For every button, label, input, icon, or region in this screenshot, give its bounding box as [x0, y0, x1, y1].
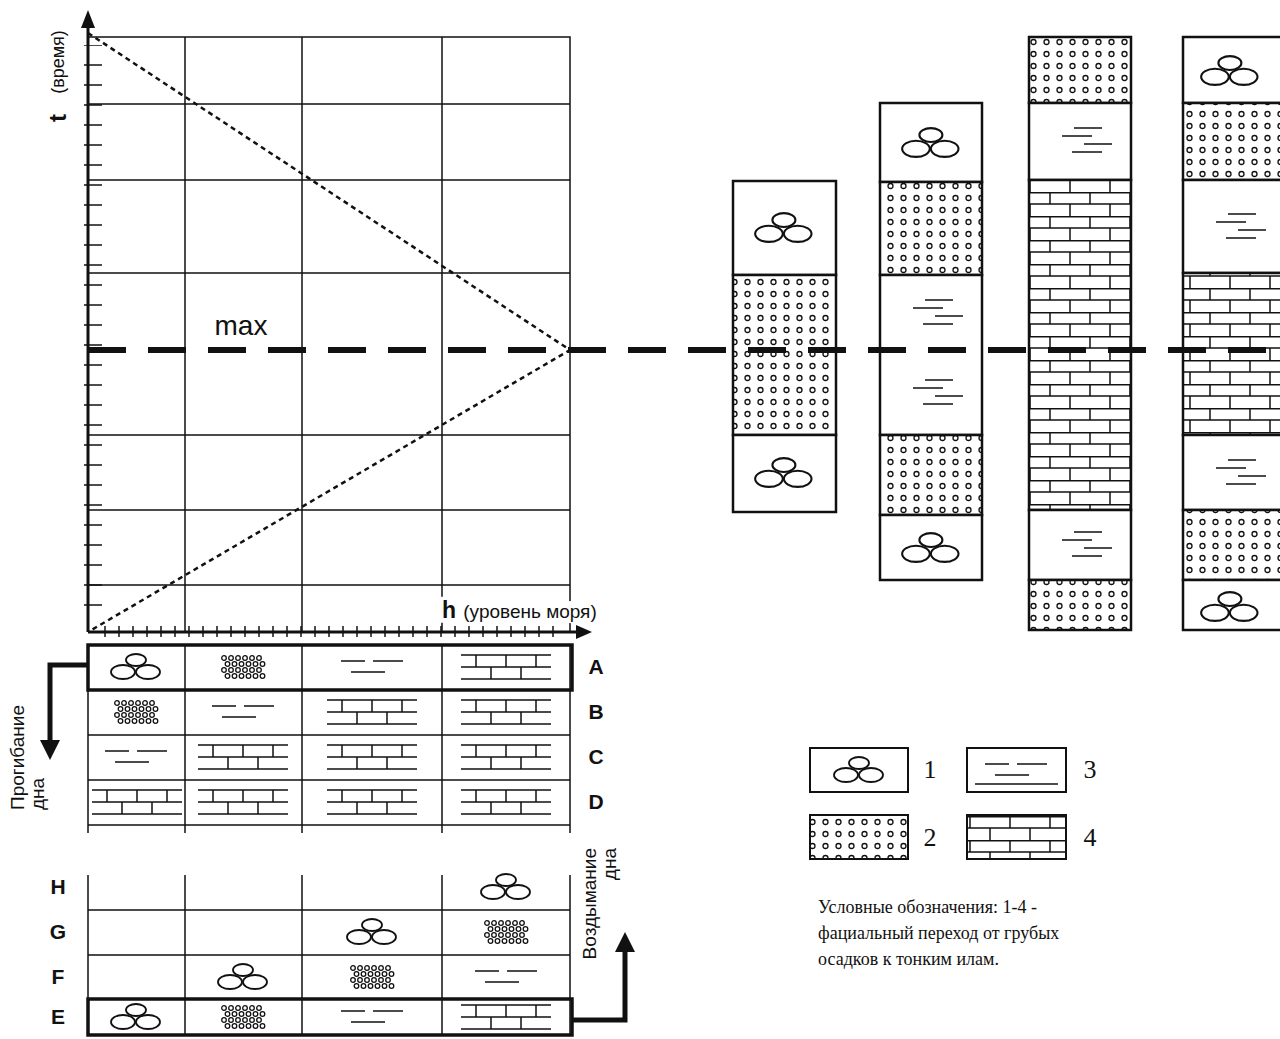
subsidence-table [88, 645, 572, 833]
legend-swatch [967, 815, 1066, 859]
subsidence-facies [92, 654, 551, 814]
section-column [880, 103, 982, 580]
legend-number: 3 [1084, 755, 1097, 785]
section-column-symbols [1062, 128, 1112, 556]
process-label: Воздымание дна [580, 848, 620, 988]
row-letter: A [588, 655, 603, 679]
chart-grid [88, 37, 570, 632]
legend-number: 2 [924, 823, 937, 853]
axis-label: (время) [48, 30, 69, 94]
axis-label: (уровень моря) [461, 601, 598, 623]
row-letter: C [588, 745, 603, 769]
section-column [1183, 37, 1280, 630]
row-letter: G [50, 920, 66, 944]
axis-label: h [440, 597, 458, 623]
axis-label: t [44, 114, 72, 122]
max-line [88, 350, 1280, 351]
legend-swatch [810, 815, 908, 859]
row-letter: E [51, 1005, 65, 1029]
process-label: Прогибание дна [8, 680, 48, 810]
legend-swatch [967, 748, 1066, 792]
row-letter: F [52, 965, 65, 989]
section-column [733, 181, 836, 512]
legend-note: Условные обозначения: 1-4 - фациальный п… [818, 894, 1108, 972]
sea-level-curve [88, 33, 570, 632]
subsidence-arrow [40, 665, 88, 760]
section-column-symbols [1201, 56, 1266, 621]
section-column-symbols [902, 128, 963, 562]
axes [81, 10, 592, 639]
uplift-facies [111, 874, 551, 1029]
section-column [1029, 37, 1131, 630]
row-letter: B [588, 700, 603, 724]
legend-swatch [810, 748, 908, 792]
axis-ticks [84, 45, 565, 637]
row-letter: D [588, 790, 603, 814]
legend-number: 4 [1084, 823, 1097, 853]
legend-number: 1 [924, 755, 937, 785]
uplift-table [88, 875, 572, 1035]
max-label: max [215, 310, 268, 342]
row-letter: H [50, 875, 65, 899]
